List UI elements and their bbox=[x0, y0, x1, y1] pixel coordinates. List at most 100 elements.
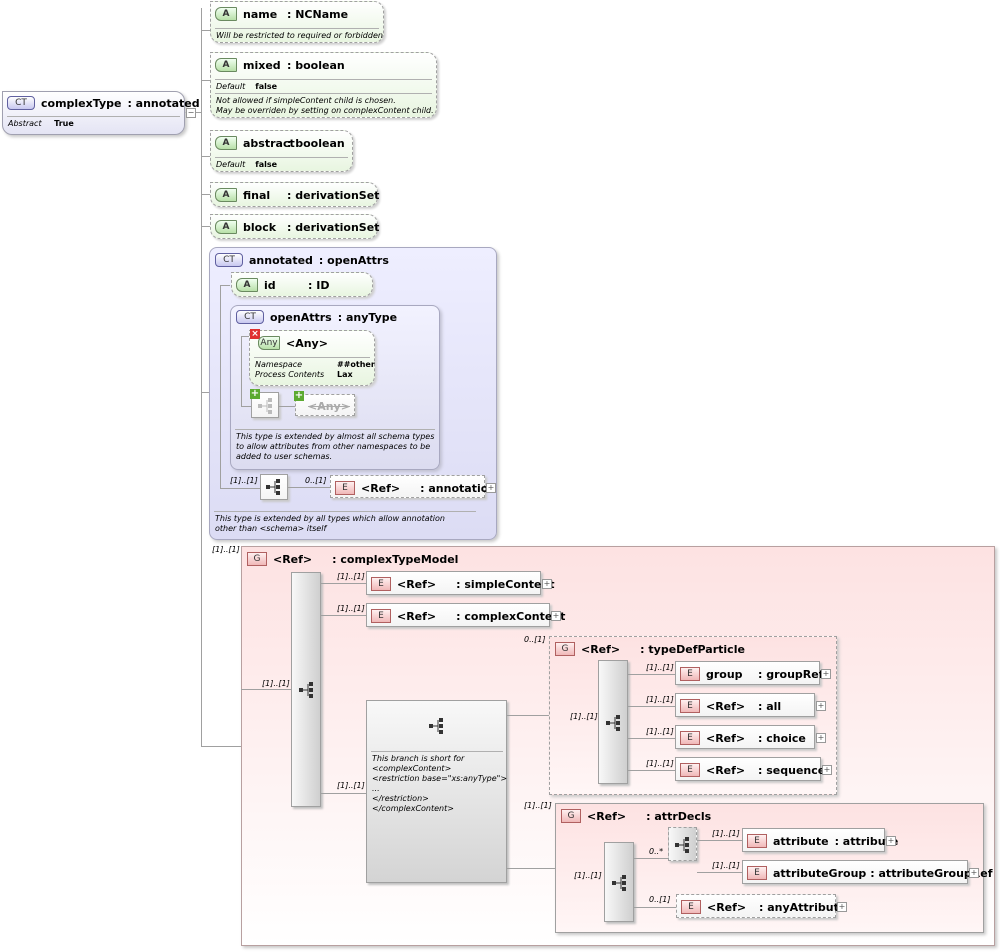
attribute-id[interactable]: A id : ID bbox=[231, 272, 373, 297]
group-ref: <Ref> bbox=[273, 552, 313, 566]
sequence-icon bbox=[429, 718, 443, 734]
connector bbox=[697, 872, 742, 873]
sequence-compositor[interactable]: + bbox=[250, 388, 279, 418]
process-contents-value: Lax bbox=[337, 370, 353, 379]
sequence-compositor[interactable] bbox=[604, 842, 634, 922]
attribute-block[interactable]: A block : derivationSet bbox=[210, 214, 379, 239]
element-simple-content[interactable]: E <Ref> : simpleContent bbox=[366, 571, 555, 595]
any-element-wildcard[interactable]: + <Any> bbox=[294, 390, 355, 416]
group-icon: G bbox=[561, 809, 581, 823]
any-attribute-wildcard[interactable]: × Any <Any> Namespace ##other Process Co… bbox=[249, 329, 375, 386]
element-annotation[interactable]: E <Ref> : annotation bbox=[330, 475, 496, 498]
attribute-icon: A bbox=[236, 278, 258, 292]
branch-note: </restriction> bbox=[372, 794, 429, 803]
process-contents-key: Process Contents bbox=[255, 370, 325, 379]
add-icon[interactable]: + bbox=[250, 388, 260, 399]
attribute-name-label: final bbox=[243, 188, 271, 202]
prohibited-icon: × bbox=[250, 329, 260, 339]
root-complex-type[interactable]: CT complexType : annotated Abstract True bbox=[2, 91, 200, 135]
attribute-icon: A bbox=[215, 58, 237, 72]
sequence-icon bbox=[612, 875, 626, 891]
group-ref: <Ref> bbox=[587, 809, 627, 823]
expand-icon[interactable]: + bbox=[969, 868, 979, 878]
sequence-compositor[interactable] bbox=[260, 474, 288, 500]
connector bbox=[321, 615, 366, 616]
add-icon[interactable]: + bbox=[294, 390, 304, 401]
attribute-final[interactable]: A final : derivationSet bbox=[210, 182, 379, 207]
branch-note: </complexContent> bbox=[372, 804, 454, 813]
open-attrs-type: : anyType bbox=[337, 310, 398, 324]
element-type: : simpleContent bbox=[456, 577, 555, 591]
annotated-complex-type[interactable]: CT annotated : openAttrs A id : ID CT op… bbox=[209, 247, 497, 540]
annotated-name: annotated bbox=[249, 253, 313, 267]
element-choice[interactable]: E <Ref> : choice bbox=[675, 725, 815, 749]
cardinality: [1]..[1] bbox=[570, 712, 598, 721]
element-complex-content[interactable]: E <Ref> : complexContent bbox=[366, 603, 565, 627]
connector bbox=[628, 706, 675, 707]
cardinality: [1]..[1] bbox=[712, 829, 740, 838]
expand-icon[interactable]: + bbox=[816, 701, 826, 711]
element-attribute[interactable]: E attribute : attribute bbox=[742, 828, 898, 852]
expand-icon[interactable]: + bbox=[837, 902, 847, 912]
element-type: : attributeGroupRef bbox=[870, 866, 993, 880]
any-label: <Any> bbox=[286, 336, 328, 350]
complex-type-icon: CT bbox=[215, 253, 243, 267]
branch-note: <complexContent> bbox=[372, 764, 452, 773]
element-ref: <Ref> bbox=[361, 481, 401, 495]
sequence-icon bbox=[258, 398, 272, 414]
group-type: : attrDecls bbox=[646, 809, 712, 823]
annotated-type: : openAttrs bbox=[318, 253, 389, 267]
sequence-compositor[interactable] bbox=[598, 660, 628, 784]
open-attrs-complex-type[interactable]: CT openAttrs : anyType × Any <Any> Names… bbox=[230, 305, 440, 470]
element-icon: E bbox=[335, 481, 355, 495]
expand-icon[interactable]: + bbox=[822, 765, 832, 775]
branch-note: ... bbox=[372, 784, 380, 793]
attribute-icon: A bbox=[215, 7, 237, 21]
connector bbox=[697, 840, 742, 841]
element-any-attribute[interactable]: E <Ref> : anyAttribute bbox=[676, 894, 846, 918]
cardinality: [1]..[1] bbox=[212, 545, 240, 554]
cardinality: [1]..[1] bbox=[574, 871, 602, 880]
open-attrs-note: added to user schemas. bbox=[236, 452, 333, 461]
branch-sequence[interactable]: This branch is short for <complexContent… bbox=[366, 700, 507, 883]
cardinality: [1]..[1] bbox=[262, 679, 290, 688]
attribute-note: Not allowed if simpleContent child is ch… bbox=[216, 96, 396, 105]
element-all[interactable]: E <Ref> : all bbox=[675, 693, 815, 717]
element-group[interactable]: E group : groupRef bbox=[675, 661, 824, 685]
expand-icon[interactable]: + bbox=[816, 733, 826, 743]
choice-compositor[interactable] bbox=[668, 827, 697, 861]
expand-icon[interactable]: + bbox=[486, 483, 496, 493]
element-name: <Ref> bbox=[706, 731, 746, 745]
group-icon: G bbox=[555, 642, 575, 656]
cardinality: [1]..[1] bbox=[337, 572, 365, 581]
sequence-icon bbox=[266, 479, 280, 495]
root-type: : annotated bbox=[127, 96, 200, 110]
branch-note: This branch is short for bbox=[372, 754, 465, 763]
sequence-icon bbox=[606, 715, 620, 731]
element-icon: E bbox=[371, 609, 391, 623]
attribute-name[interactable]: A name : NCName Will be restricted to re… bbox=[210, 1, 384, 43]
element-attribute-group[interactable]: E attributeGroup : attributeGroupRef bbox=[742, 860, 993, 884]
connector bbox=[628, 770, 675, 771]
attribute-type: : boolean bbox=[287, 136, 345, 150]
collapse-icon[interactable]: − bbox=[186, 108, 196, 118]
element-sequence[interactable]: E <Ref> : sequence bbox=[675, 757, 825, 781]
attribute-type: : ID bbox=[308, 278, 330, 292]
cardinality: [1]..[1] bbox=[646, 695, 674, 704]
element-type: : anyAttribute bbox=[759, 900, 847, 914]
expand-icon[interactable]: + bbox=[886, 836, 896, 846]
connector bbox=[201, 80, 211, 81]
expand-icon[interactable]: + bbox=[542, 579, 552, 589]
element-name: <Ref> bbox=[706, 763, 746, 777]
default-key: Default bbox=[216, 82, 246, 91]
element-type: : all bbox=[758, 699, 782, 713]
element-icon: E bbox=[680, 763, 700, 777]
expand-icon[interactable]: + bbox=[551, 611, 561, 621]
element-name: <Ref> bbox=[706, 699, 746, 713]
sequence-compositor[interactable] bbox=[291, 572, 321, 807]
expand-icon[interactable]: + bbox=[821, 669, 831, 679]
any-icon: Any bbox=[258, 336, 280, 350]
connector bbox=[507, 868, 555, 869]
